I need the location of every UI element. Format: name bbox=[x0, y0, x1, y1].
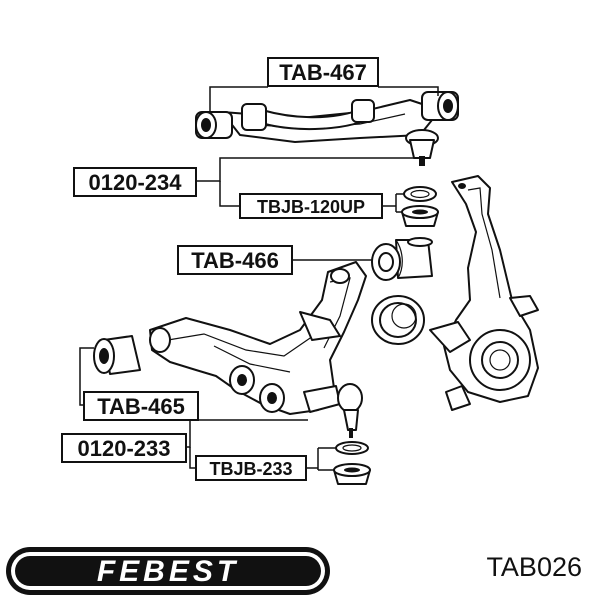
upper-mid-bushing bbox=[241, 99, 375, 131]
seal-ring bbox=[371, 295, 425, 345]
lower-ball-joint bbox=[303, 383, 363, 438]
svg-text:0120-234: 0120-234 bbox=[89, 170, 183, 195]
part-code: TAB026 bbox=[486, 552, 582, 582]
svg-text:TAB-466: TAB-466 bbox=[191, 248, 279, 273]
label-tab466: TAB-466 bbox=[177, 245, 293, 275]
svg-text:TAB-465: TAB-465 bbox=[97, 394, 185, 419]
label-0120-234: 0120-234 bbox=[73, 167, 197, 197]
svg-text:TBJB-233: TBJB-233 bbox=[209, 459, 292, 479]
leader-lines bbox=[79, 86, 439, 471]
upper-bushing-left bbox=[195, 111, 233, 139]
bushing-tab466 bbox=[371, 237, 433, 281]
upper-ball-joint bbox=[405, 129, 439, 166]
svg-text:0120-233: 0120-233 bbox=[78, 436, 171, 461]
bushing-tab465 bbox=[93, 335, 141, 375]
upper-control-arm bbox=[221, 99, 441, 143]
label-tab467: TAB-467 bbox=[267, 57, 379, 87]
upper-bushing-right bbox=[421, 91, 459, 121]
lower-boot-set bbox=[333, 441, 371, 485]
label-tbjb120up: TBJB-120UP bbox=[239, 193, 383, 219]
svg-text:TBJB-120UP: TBJB-120UP bbox=[257, 197, 365, 217]
upper-boot-set bbox=[401, 186, 439, 227]
steering-knuckle bbox=[429, 175, 539, 411]
label-tab465: TAB-465 bbox=[83, 391, 199, 421]
label-0120-233: 0120-233 bbox=[61, 433, 187, 463]
svg-text:TAB-467: TAB-467 bbox=[279, 60, 367, 85]
lower-control-arm bbox=[149, 261, 367, 415]
label-tbjb233: TBJB-233 bbox=[195, 455, 307, 481]
febest-logo: FEBEST bbox=[6, 547, 330, 595]
svg-text:FEBEST: FEBEST bbox=[97, 555, 239, 588]
